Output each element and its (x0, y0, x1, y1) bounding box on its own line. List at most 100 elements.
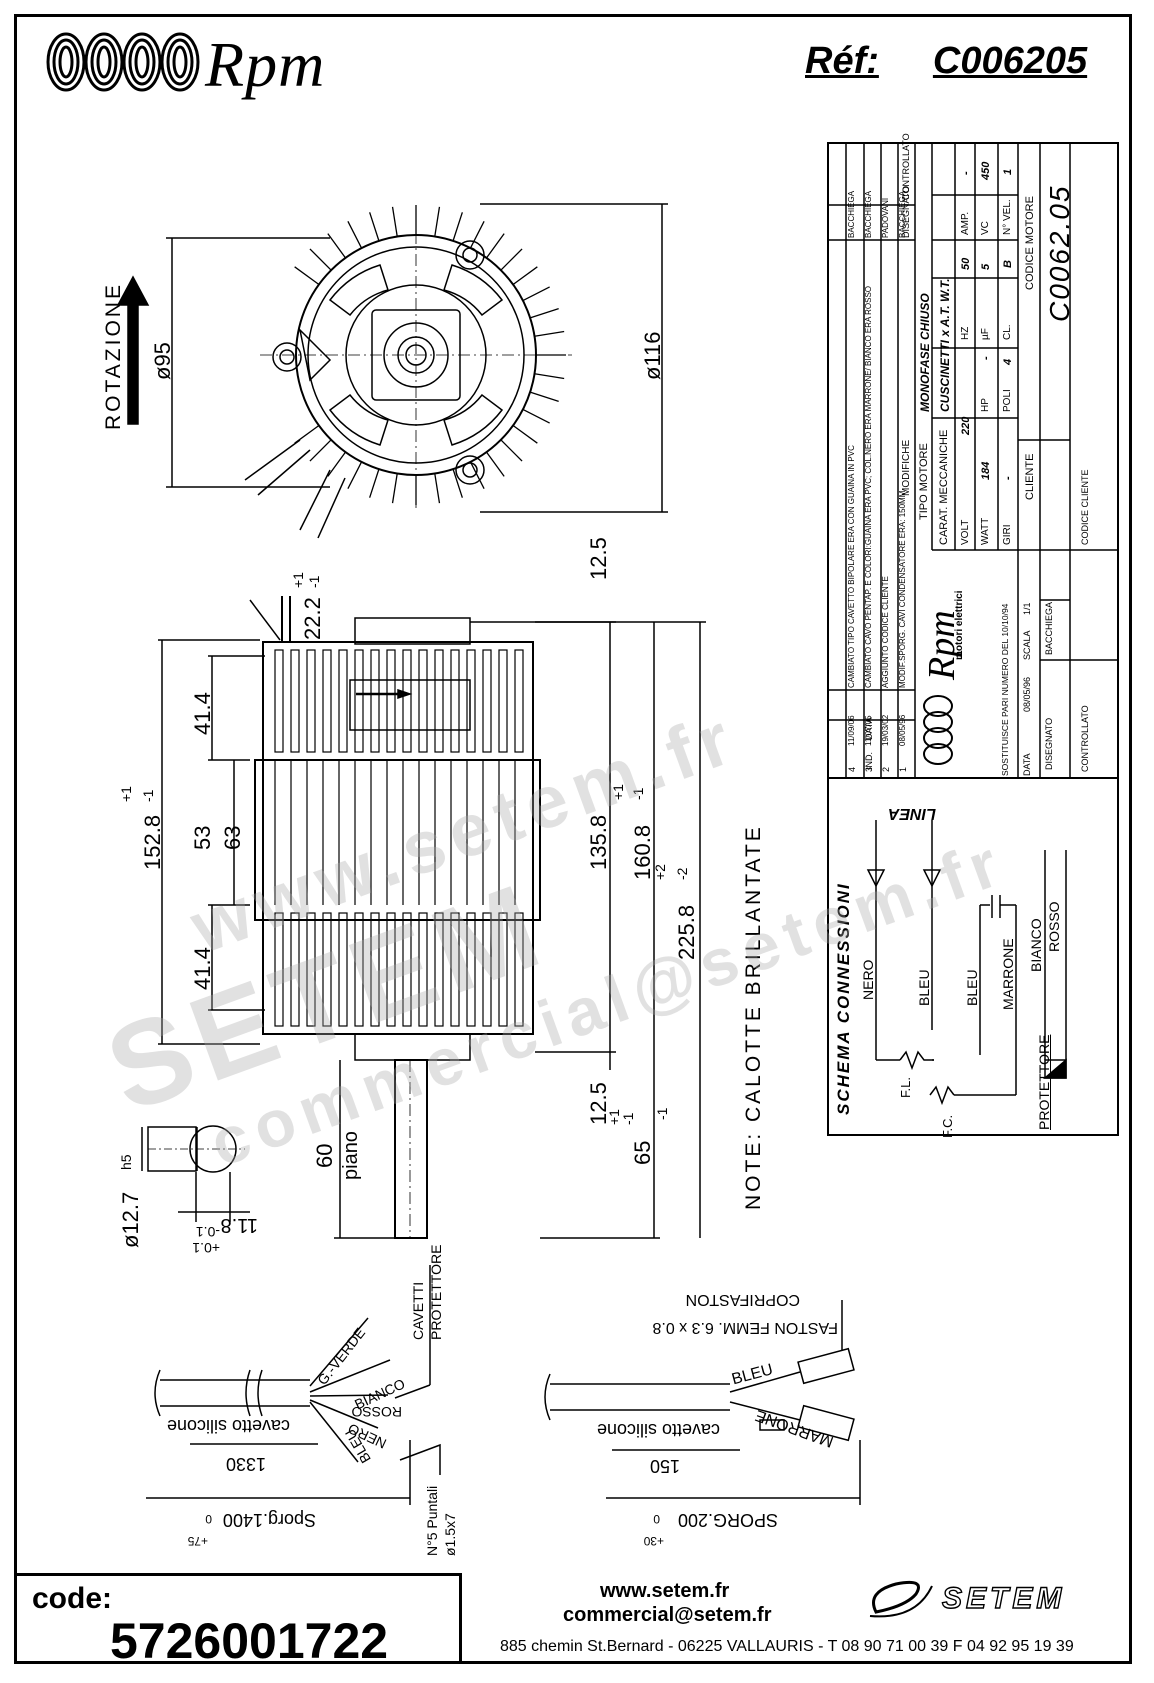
schema-connessioni (866, 820, 1067, 1106)
tb-vc-label: VC (980, 221, 991, 235)
tb-logo-icon (923, 695, 953, 765)
tb-head-modifiche: MODIFICHE (901, 439, 912, 496)
side-fin (274, 649, 284, 753)
puntali-size: ø1.5x7 (442, 1513, 458, 1556)
side-fin (482, 912, 492, 1027)
tol-right-zero: 0 (653, 1512, 660, 1526)
revision-date: 19/03/02 (881, 714, 890, 746)
cavetti-label: CAVETTI (410, 1281, 426, 1340)
side-fin (290, 912, 300, 1027)
cooling-fin (500, 248, 523, 271)
tb-hp-label: HP (980, 398, 991, 412)
ref-value: C006205 (932, 40, 1088, 82)
revision-drawn-by: BACCHIEGA (864, 190, 873, 238)
tb-uf-value: 5 (980, 263, 992, 270)
side-fin (466, 649, 476, 753)
side-view (158, 596, 706, 1239)
tol-225-8-plus: +2 (652, 864, 668, 880)
side-fin (482, 649, 492, 753)
cooling-fin (522, 408, 550, 424)
tb-hz-label: HZ (960, 326, 971, 340)
rotation-label: ROTAZIONE (102, 282, 125, 430)
schema-bleu-2: BLEU (964, 969, 980, 1006)
cooling-fin (369, 468, 380, 498)
tb-uf-label: µF (980, 328, 991, 340)
shaft-detail (141, 1125, 250, 1222)
cooling-fin (522, 286, 550, 302)
schema-fc: F.C. (940, 1114, 955, 1138)
side-fin (386, 912, 396, 1027)
cooling-fin (486, 451, 505, 477)
dim-63: 63 (220, 825, 245, 850)
tb-data-value: 08/05/96 (1022, 676, 1032, 712)
cooling-fin (294, 266, 320, 285)
tb-cl-label: CL. (1002, 324, 1013, 340)
tb-controllato-label: CONTROLLATO (1080, 705, 1090, 772)
cooling-fin (434, 473, 441, 504)
brand-name: Rpm (205, 29, 326, 100)
revision-description: AGGIUNTO CODICE CLIENTE (881, 576, 890, 688)
tol-225-8-minus: -2 (674, 867, 690, 880)
title-block (827, 142, 1119, 1136)
tb-disegnato-label: DISEGNATO (1044, 717, 1054, 770)
footer-website[interactable]: www.setem.fr (600, 1580, 730, 1602)
cooling-fin (434, 206, 441, 237)
side-fin (498, 912, 508, 1027)
cooling-fin (534, 373, 565, 380)
tol-right-plus30: +30 (643, 1534, 664, 1548)
cooling-fin (512, 425, 538, 444)
side-fin (354, 649, 364, 753)
schema-rosso: ROSSO (1046, 901, 1062, 952)
tol-152-8-plus: +1 (118, 786, 134, 802)
cable-left-sporg: Sporg.1400 (222, 1510, 316, 1530)
side-fin (290, 649, 300, 753)
code-box: code: 5726001722 (14, 1573, 462, 1669)
cooling-fin (469, 221, 485, 249)
side-fin (450, 912, 460, 1027)
tb-tipo-value: MONOFASE CHIUSO (918, 293, 932, 412)
tb-poli-label: POLI (1002, 389, 1013, 412)
tol-22-2-minus: -1 (306, 575, 322, 588)
cooling-fin (391, 206, 398, 237)
cooling-fin (347, 461, 363, 489)
side-fin (514, 649, 524, 753)
rpm-logo-icon (46, 32, 200, 92)
tb-amp-label: AMP. (960, 211, 971, 235)
tol-left-zero: 0 (205, 1512, 212, 1526)
puntali-label: N°5 Puntali (424, 1485, 440, 1556)
setem-logo-icon: SETEM (869, 1580, 1062, 1618)
cooling-fin (347, 221, 363, 249)
page-frame (14, 14, 1132, 1664)
revision-description: CAMBIATO TIPO CAVETTO BIPOLARE ERA CON G… (847, 445, 856, 688)
code-label: code: (32, 1582, 113, 1615)
schema-bianco: BIANCO (1028, 918, 1044, 972)
side-fin (498, 649, 508, 753)
cable-right-length: 150 (649, 1456, 680, 1476)
side-fin (434, 912, 444, 1027)
schema-nero: NERO (860, 959, 876, 1000)
revision-drawn-by: PADOVANI (881, 197, 890, 238)
wire-rosso: ROSSO (351, 1404, 402, 1420)
revision-index: 4 (847, 766, 857, 772)
tb-carat-value: CUSCINETTI x A.T. W.T. (938, 278, 952, 412)
dim-152-8: 152.8 (140, 814, 165, 870)
dim-22-2: 22.2 (300, 597, 325, 640)
side-fin (418, 912, 428, 1027)
tb-head-n: IND. (864, 752, 874, 770)
tol-12-5-minus: -1 (620, 1112, 636, 1125)
cable-right-sporg: SPORG.200 (677, 1510, 778, 1530)
side-fin (338, 649, 348, 753)
cooling-fin (534, 330, 565, 337)
side-fin (322, 912, 332, 1027)
tb-hp-value: - (980, 356, 992, 360)
side-fin (514, 912, 524, 1027)
shaft-flat: 11.8 (220, 1214, 258, 1236)
schema-bleu-1: BLEU (916, 969, 932, 1006)
cooling-fin (327, 451, 346, 477)
tb-poli-value: 4 (1002, 358, 1014, 365)
revision-index: 2 (881, 766, 891, 772)
footer-email[interactable]: commercial@setem.fr (563, 1604, 772, 1626)
side-fin (402, 649, 412, 753)
tb-codice-motore-label: CODICE MOTORE (1024, 196, 1036, 290)
tol-shaft-plus: +0.1 (192, 1240, 220, 1256)
